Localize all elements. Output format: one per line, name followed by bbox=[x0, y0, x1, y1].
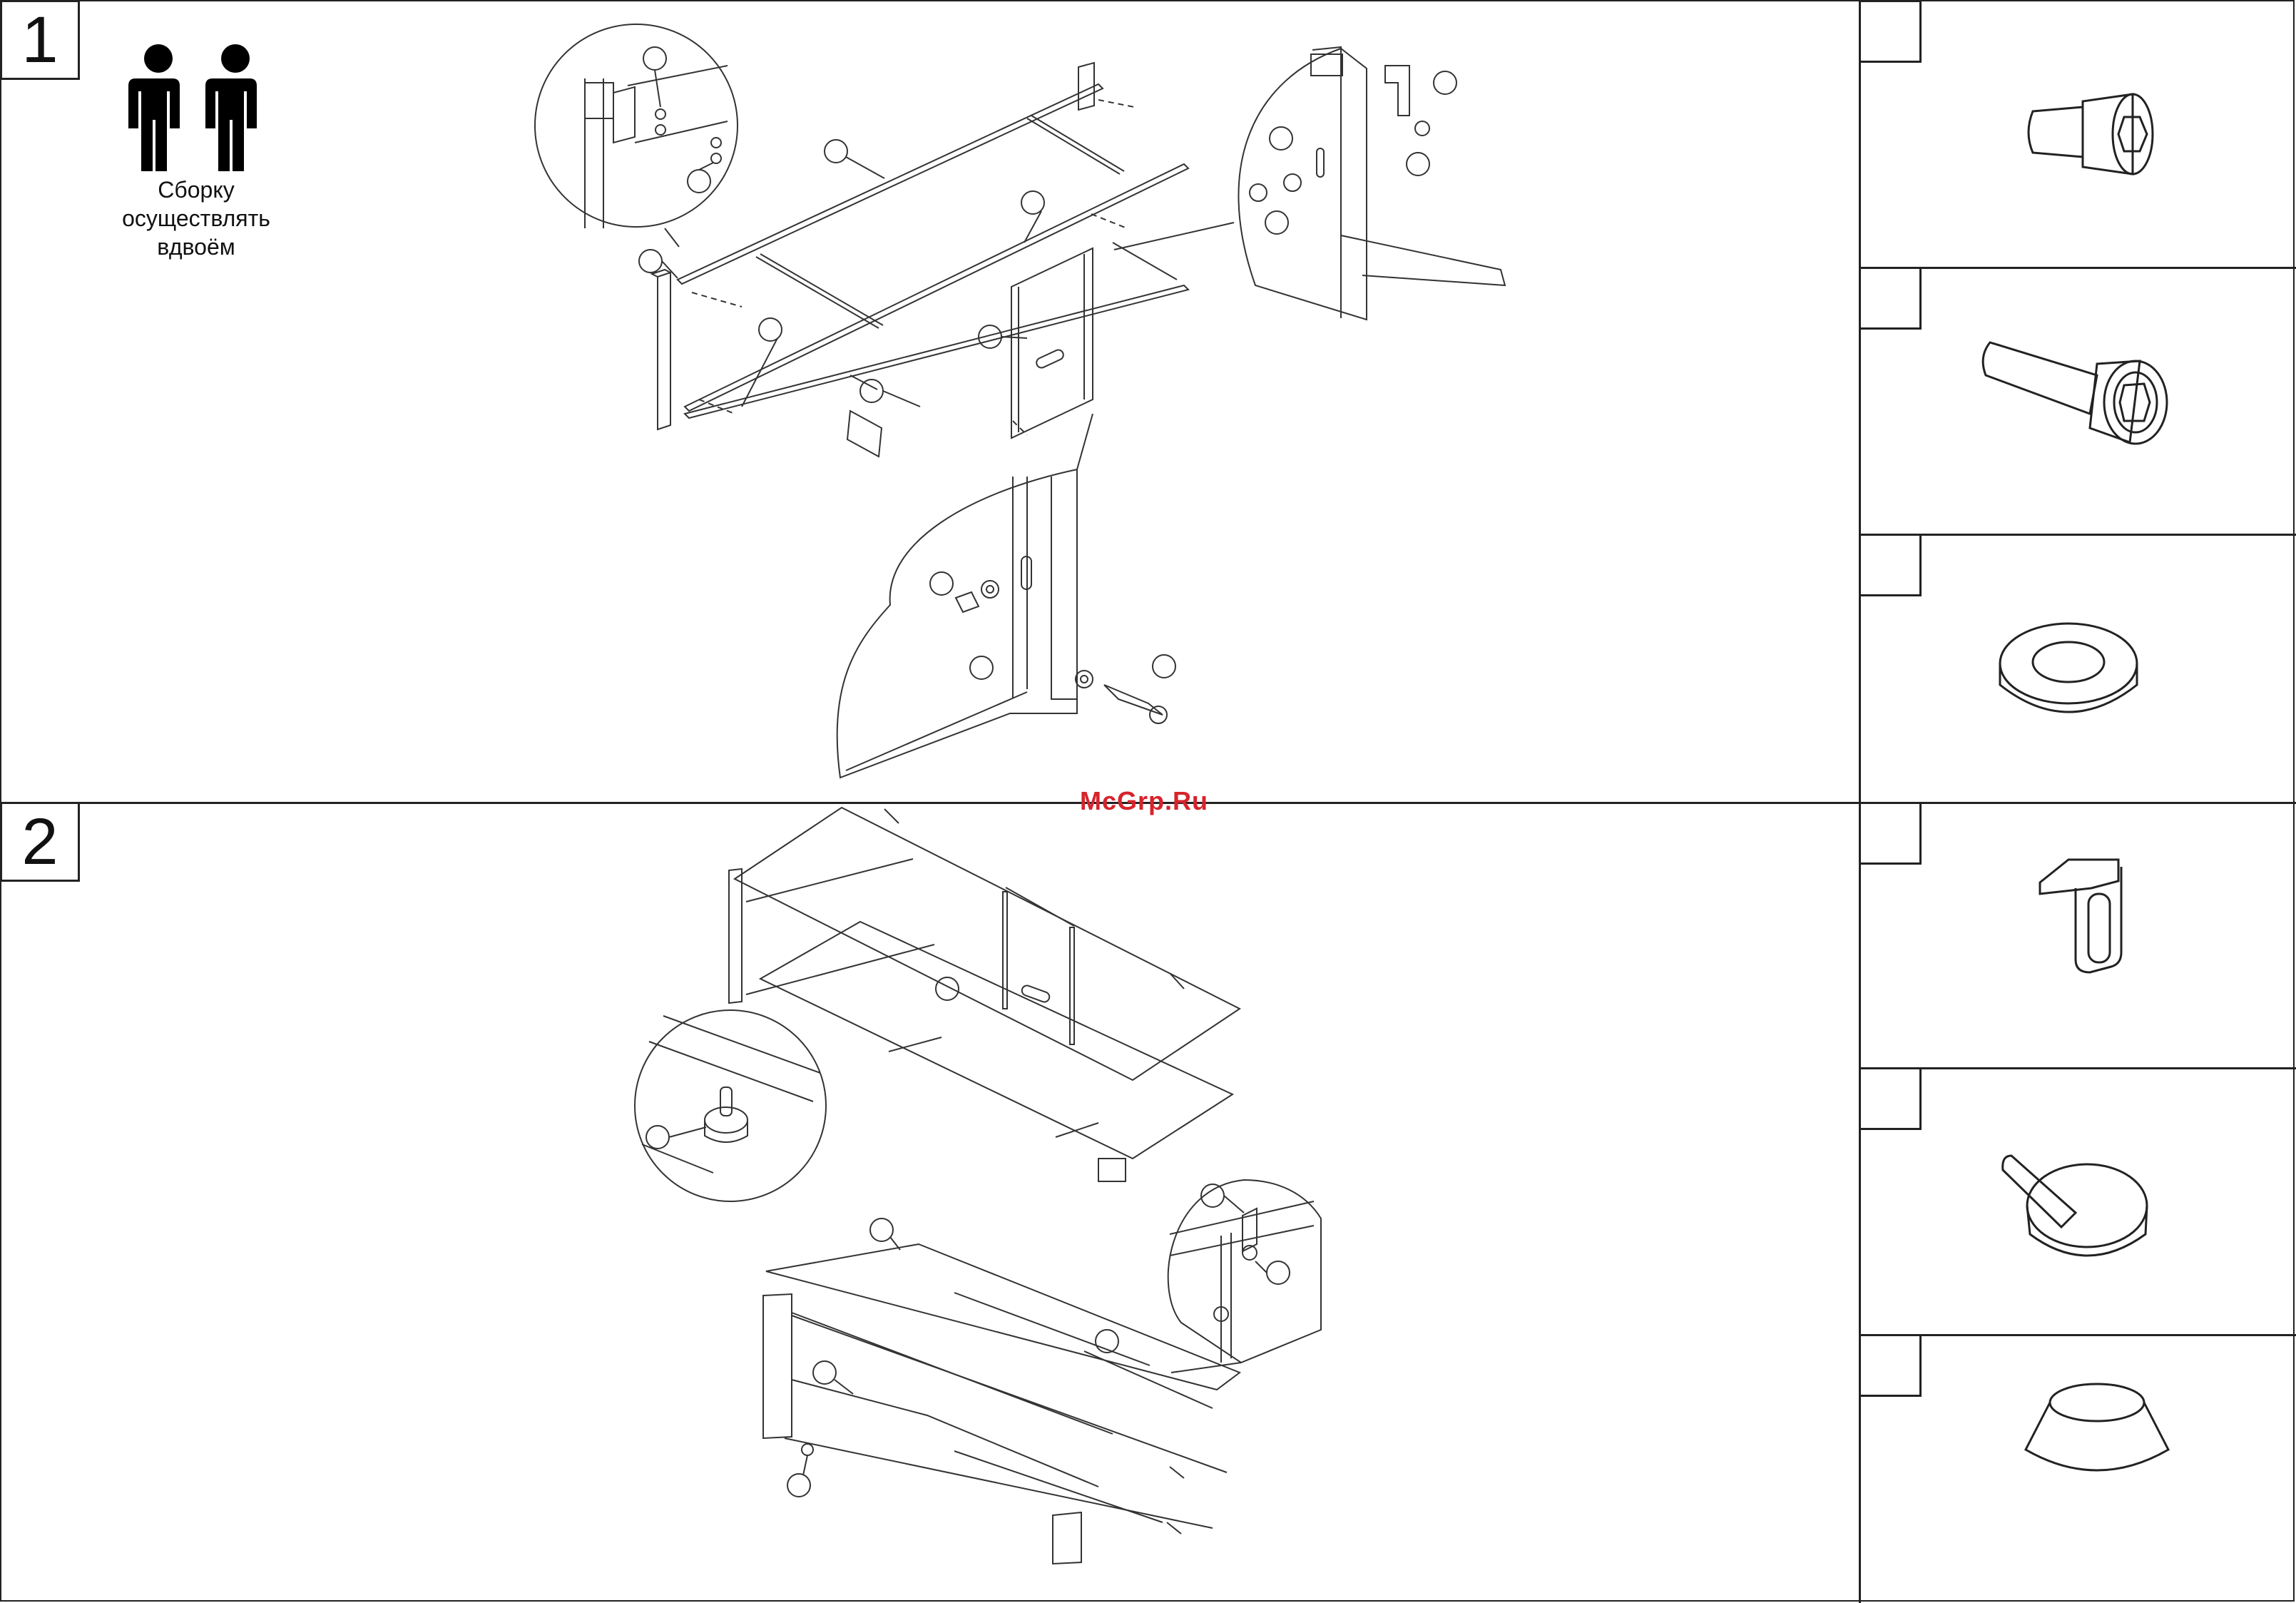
step-2-assembly-illustration bbox=[0, 802, 1427, 1587]
parts-divider-2 bbox=[1859, 534, 2296, 536]
step-1-frame-illustration bbox=[0, 0, 1569, 799]
foot-pad-icon bbox=[2011, 1370, 2183, 1484]
shelf-support-pin-icon bbox=[1997, 1127, 2168, 1270]
long-hex-bolt-icon bbox=[1976, 321, 2190, 464]
part-label-3 bbox=[1859, 534, 1922, 596]
part-label-1 bbox=[1859, 0, 1922, 63]
part-label-4 bbox=[1859, 802, 1922, 865]
part-label-6 bbox=[1859, 1334, 1922, 1397]
washer-icon bbox=[1990, 614, 2147, 735]
short-hex-bolt-icon bbox=[2011, 86, 2183, 193]
part-label-2 bbox=[1859, 267, 1922, 330]
part-label-5 bbox=[1859, 1067, 1922, 1130]
parts-divider-4 bbox=[1859, 1334, 2296, 1336]
parts-divider-3 bbox=[1859, 1067, 2296, 1069]
shelf-clip-icon bbox=[2033, 853, 2133, 981]
parts-divider-1 bbox=[1859, 267, 2296, 269]
